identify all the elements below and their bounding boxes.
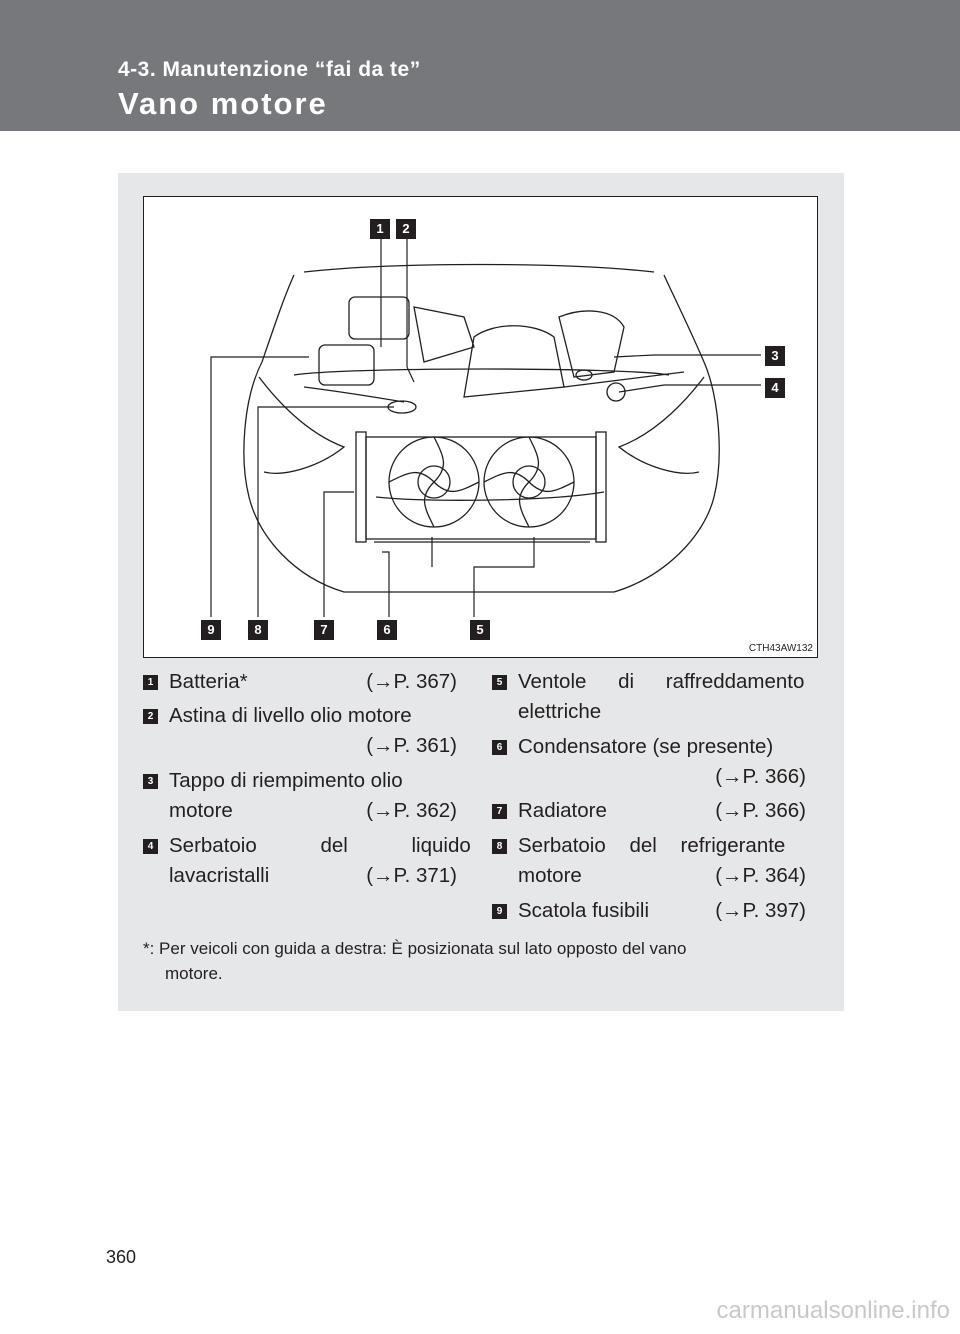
page-title: Vano motore — [118, 86, 328, 121]
watermark: carmanualsonline.info — [716, 1297, 950, 1324]
list-item-8: 8 Serbatoio del refrigerante motore (→P.… — [492, 831, 814, 891]
callout-5: 5 — [470, 620, 490, 640]
footnote-line-1: *: Per veicoli con guida a destra: È pos… — [143, 939, 687, 958]
list-item-9: 9 Scatola fusibili (→P. 397) — [492, 896, 814, 926]
callout-3: 3 — [765, 346, 785, 366]
section-label: 4-3. Manutenzione “fai da te” — [118, 58, 421, 81]
list-item-6: 6 Condensatore (se presente) (→P. 366) — [492, 732, 814, 792]
list-item-7: 7 Radiatore (→P. 366) — [492, 796, 814, 826]
list-item-5: 5 Ventole di raffreddamento elettriche — [492, 667, 814, 727]
callout-1: 1 — [370, 219, 390, 239]
list-item-1: 1 Batteria* (→P. 367) — [143, 667, 463, 697]
callout-8: 8 — [248, 620, 268, 640]
footnote: *: Per veicoli con guida a destra: È pos… — [143, 936, 813, 986]
engine-bay-drawing — [210, 234, 761, 617]
callout-2: 2 — [396, 219, 416, 239]
callout-7: 7 — [314, 620, 334, 640]
figure-code: CTH43AW132 — [748, 643, 813, 654]
callout-9: 9 — [201, 620, 221, 640]
callout-6: 6 — [377, 620, 397, 640]
list-item-2: 2 Astina di livello olio motore (→P. 361… — [143, 701, 463, 761]
list-item-3: 3 Tappo di riempimento olio motore (→P. … — [143, 766, 463, 826]
list-item-4: 4 Serbatoio del liquido lavacristalli (→… — [143, 831, 471, 891]
engine-bay-illustration: 1 2 3 4 5 6 7 8 9 CTH43AW132 — [143, 196, 818, 658]
callout-4: 4 — [765, 378, 785, 398]
chapter-header: 4-3. Manutenzione “fai da te” Vano motor… — [0, 0, 960, 131]
footnote-line-2: motore. — [165, 964, 223, 983]
page-number: 360 — [106, 1247, 137, 1267]
